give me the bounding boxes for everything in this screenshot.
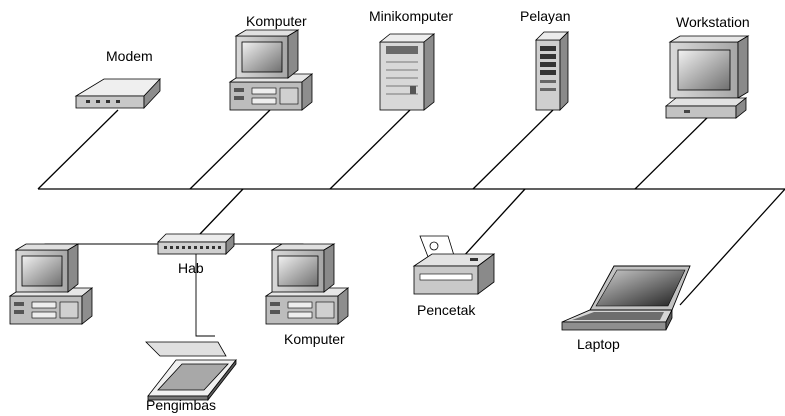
scanner-label: Pengimbas <box>146 397 216 413</box>
printer: Pencetak <box>412 235 496 318</box>
link-laptop <box>679 188 785 306</box>
computer-top: Komputer <box>229 13 313 111</box>
link-workstation <box>634 109 716 190</box>
server: Pelayan <box>520 8 571 111</box>
desktop-computer-icon <box>9 243 93 325</box>
hub: Hab <box>157 233 235 276</box>
link-modem <box>37 109 119 190</box>
minicomputer-label: Minikomputer <box>369 8 453 24</box>
computer-right: Komputer <box>265 243 349 347</box>
printer-icon <box>412 235 496 295</box>
computer-right-label: Komputer <box>284 331 345 347</box>
printer-label: Pencetak <box>417 302 476 318</box>
link-computer-top <box>189 109 271 190</box>
computer-left <box>9 243 93 325</box>
minicomputer: Minikomputer <box>369 8 453 111</box>
laptop-icon <box>561 265 691 331</box>
desktop-computer-icon <box>229 29 313 111</box>
modem: Modem <box>74 48 161 110</box>
hub-label: Hab <box>178 260 204 276</box>
scanner-icon <box>145 341 237 402</box>
hub-icon <box>157 233 235 255</box>
modem-label: Modem <box>106 48 153 64</box>
link-hub-scanner <box>195 252 215 337</box>
server-label: Pelayan <box>520 8 571 24</box>
scanner: Pengimbas <box>145 341 237 413</box>
minicomputer-icon <box>378 33 436 111</box>
laptop-label: Laptop <box>577 336 620 352</box>
modem-icon <box>74 77 161 110</box>
workstation-icon <box>664 35 750 119</box>
server-tower-icon <box>535 31 569 111</box>
link-server <box>472 109 554 190</box>
desktop-computer-icon <box>265 243 349 325</box>
connection-lines <box>37 109 785 337</box>
laptop: Laptop <box>561 265 691 352</box>
link-hub <box>199 188 244 235</box>
link-printer <box>461 188 526 259</box>
link-minicomputer <box>329 109 411 190</box>
computer-top-label: Komputer <box>246 13 307 29</box>
workstation: Workstation <box>664 14 750 119</box>
workstation-label: Workstation <box>676 14 750 30</box>
